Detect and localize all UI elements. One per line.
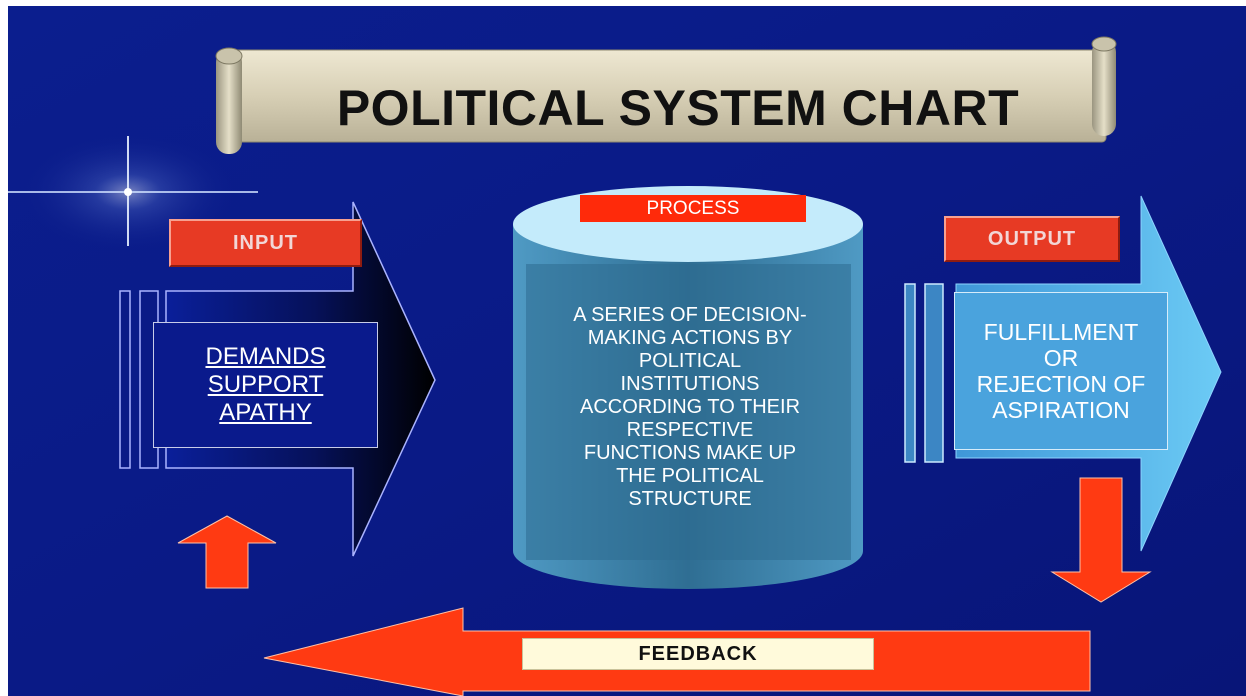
down-arrow <box>1050 477 1152 603</box>
process-line: THE POLITICAL <box>616 464 764 487</box>
input-item-apathy: APATHY <box>219 399 312 426</box>
process-line: STRUCTURE <box>628 487 752 510</box>
up-arrow <box>177 515 277 589</box>
slide: POLITICAL SYSTEM CHART INPUT PROCESS OUT… <box>8 6 1246 696</box>
output-line: FULFILLMENT <box>983 319 1139 345</box>
input-item-support: SUPPORT <box>207 371 324 398</box>
process-label: PROCESS <box>580 195 806 222</box>
process-line: MAKING ACTIONS BY <box>587 326 793 349</box>
chart-title: POLITICAL SYSTEM CHART <box>336 80 1020 136</box>
input-items: DEMANDS SUPPORT APATHY <box>153 322 378 448</box>
process-line: RESPECTIVE <box>626 418 754 441</box>
input-item-demands: DEMANDS <box>205 343 326 370</box>
process-line: POLITICAL <box>638 349 742 372</box>
process-line: A SERIES OF DECISION- <box>573 303 807 326</box>
input-label: INPUT <box>169 219 362 267</box>
title-scroll <box>215 36 1117 154</box>
output-line: OR <box>1043 345 1079 371</box>
process-line: FUNCTIONS MAKE UP <box>583 441 797 464</box>
output-description: FULFILLMENT OR REJECTION OF ASPIRATION <box>954 292 1168 450</box>
output-line: ASPIRATION <box>992 397 1130 423</box>
feedback-label: FEEDBACK <box>522 638 874 670</box>
process-line: INSTITUTIONS <box>620 372 760 395</box>
output-label: OUTPUT <box>944 216 1120 262</box>
process-line: ACCORDING TO THEIR <box>579 395 801 418</box>
output-line: REJECTION OF <box>976 371 1146 397</box>
process-description: A SERIES OF DECISION- MAKING ACTIONS BY … <box>516 264 864 550</box>
